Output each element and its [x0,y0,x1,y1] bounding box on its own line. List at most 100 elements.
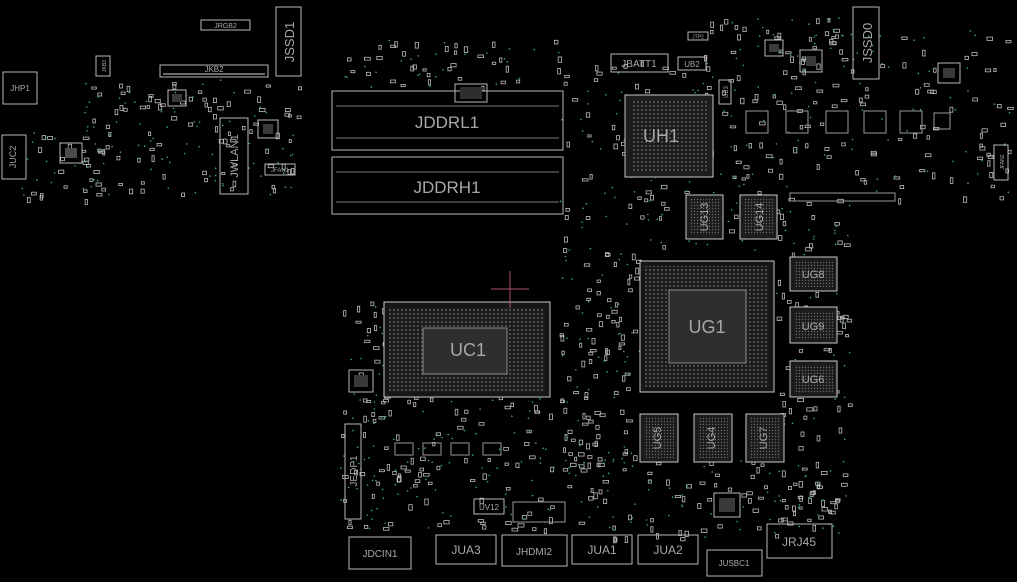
via [577,464,580,466]
smd-part [400,84,406,87]
smd-part [571,438,576,442]
smd-part [611,124,616,131]
smd-part [842,473,849,477]
smd-part [628,203,633,209]
smd-part [420,456,426,461]
via [576,386,579,388]
chip-ug9[interactable]: UG9 [789,306,838,344]
smd-part [538,497,544,502]
via [352,429,354,432]
smd-part [469,479,476,482]
smd-part [287,169,291,175]
smd-part [816,163,820,170]
connector-jdcin1[interactable]: JDCIN1 [348,536,412,570]
smd-part [799,125,804,130]
via [566,337,568,340]
via [292,134,295,137]
smd-part [700,528,708,533]
smd-part [588,496,594,501]
chip-ug1[interactable]: UG1 [639,260,775,393]
smd-part [436,465,441,471]
chip-ug13[interactable]: UG13 [685,194,724,240]
smd-part [717,524,723,529]
smd-part [809,491,814,498]
chip-ug7[interactable]: UG7 [745,413,785,463]
via [265,111,268,114]
smd-part [815,461,820,469]
connector-jua3[interactable]: JUA3 [435,534,497,565]
via [145,100,148,103]
via [579,338,581,341]
smd-part [413,483,418,488]
smd-part [589,173,593,180]
smd-part [374,325,378,332]
connector-jua1[interactable]: JUA1 [571,534,633,565]
chip-ug5[interactable]: UG5 [639,413,679,463]
via [209,175,211,177]
smd-part [823,348,831,352]
connector-jwlan1[interactable]: JWLAN1 [219,117,249,195]
connector-jhdmi2[interactable]: JHDMI2 [501,534,568,567]
chip-ug4[interactable]: UG4 [693,413,733,463]
via [969,30,972,32]
via [545,448,547,451]
via [580,500,583,503]
via [568,466,570,469]
via [119,151,122,153]
chip-ub3[interactable]: UB3 [718,79,732,105]
via [233,91,235,94]
via [789,54,792,57]
via [697,89,699,92]
via [128,91,131,94]
via [347,486,350,489]
smd-part [812,525,817,532]
via [743,183,745,186]
via [720,173,722,175]
connector-juc2[interactable]: JUC2 [1,134,27,180]
connector-jrj45[interactable]: JRJ45 [766,523,833,559]
smd-part [578,439,584,445]
via [375,479,377,482]
smd-part [829,510,836,515]
memory-slot-jddrh1[interactable]: JDDRH1 [331,156,564,215]
smd-part [244,89,251,94]
connector-jfan1[interactable]: JFAN1 [264,163,296,176]
chip-ug14[interactable]: UG14 [739,194,778,240]
connector-jedp1[interactable]: JEDP1 [344,423,362,520]
chip-ug8[interactable]: UG8 [789,256,838,292]
connector-jssd0[interactable]: JSSD0 [852,6,880,80]
smd-part [563,248,568,253]
via [529,410,531,412]
connector-jfan2[interactable]: JFAN2 [993,144,1009,181]
via [766,491,769,494]
connector-jrgb2[interactable]: JRGB2 [200,19,251,31]
memory-slot-jddrl1[interactable]: JDDRL1 [331,90,564,151]
connector-jhp1[interactable]: JHP1 [2,71,38,105]
chip-uh1[interactable]: UH1 [624,94,714,178]
via [778,470,781,473]
smd-part [612,525,616,531]
connector-jua2[interactable]: JUA2 [637,534,699,565]
smd-part [566,141,570,148]
via [660,187,662,190]
smd-part [588,419,594,424]
connector-jkb2[interactable]: JKB2 [159,64,269,78]
via [604,459,606,462]
connector-jkb3[interactable]: JKB3 [95,55,111,77]
smd-part [828,509,832,514]
chip-ug6[interactable]: UG6 [789,360,838,398]
smd-part [580,468,588,473]
smd-part [780,213,784,220]
smd-part [129,188,134,195]
mosfet-row-right [745,110,951,134]
chip-uc1[interactable]: UC1 [383,301,551,398]
connector-jusbc1[interactable]: JUSBC1 [706,549,763,577]
connector-jssd1[interactable]: JSSD1 [275,6,302,77]
via [511,415,513,418]
chip-uv12[interactable]: UV12 [473,498,505,515]
connector-jbatt1[interactable]: JBATT1 [610,53,669,73]
smd-part [741,493,747,498]
via [481,467,484,469]
via [808,229,810,231]
chip-ub2[interactable]: UB2 [677,56,707,71]
